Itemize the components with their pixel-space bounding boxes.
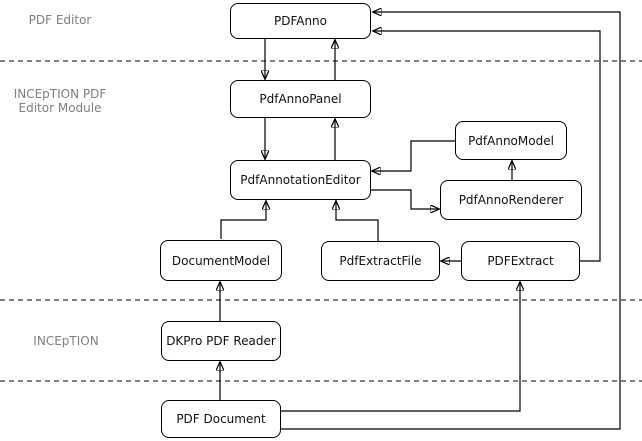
edge-pdfextract-to-pdfanno <box>373 31 601 262</box>
edge-pdfextractfile-to-editor <box>336 201 379 241</box>
node-pdfannotationeditor: PdfAnnotationEditor <box>230 160 371 200</box>
section-label-pdf-editor: PDF Editor <box>28 13 92 27</box>
section-label-inception-pdf-editor-module: INCEpTION PDF Editor Module <box>13 87 107 116</box>
node-pdfextract: PDFExtract <box>461 241 580 281</box>
node-pdfextractfile: PdfExtractFile <box>321 241 440 281</box>
node-pdfannopanel: PdfAnnoPanel <box>230 80 371 118</box>
section-label-inception: INCEpTION <box>33 334 99 348</box>
edge-pdfannomodel-to-editor <box>372 140 455 171</box>
edge-pdfdocument-to-pdfextract <box>281 282 520 412</box>
node-pdf-document: PDF Document <box>161 400 281 438</box>
node-pdfanno: PDFAnno <box>230 3 371 39</box>
node-documentmodel: DocumentModel <box>160 240 282 281</box>
edge-documentmodel-to-editor <box>220 201 266 239</box>
node-pdfannorenderer: PdfAnnoRenderer <box>440 180 582 220</box>
node-pdfannomodel: PdfAnnoModel <box>455 121 567 160</box>
edge-editor-to-pdfannorenderer <box>371 189 439 209</box>
edge-pdfdocument-to-pdfanno <box>281 12 621 430</box>
node-dkpro-pdf-reader: DKPro PDF Reader <box>161 321 281 361</box>
